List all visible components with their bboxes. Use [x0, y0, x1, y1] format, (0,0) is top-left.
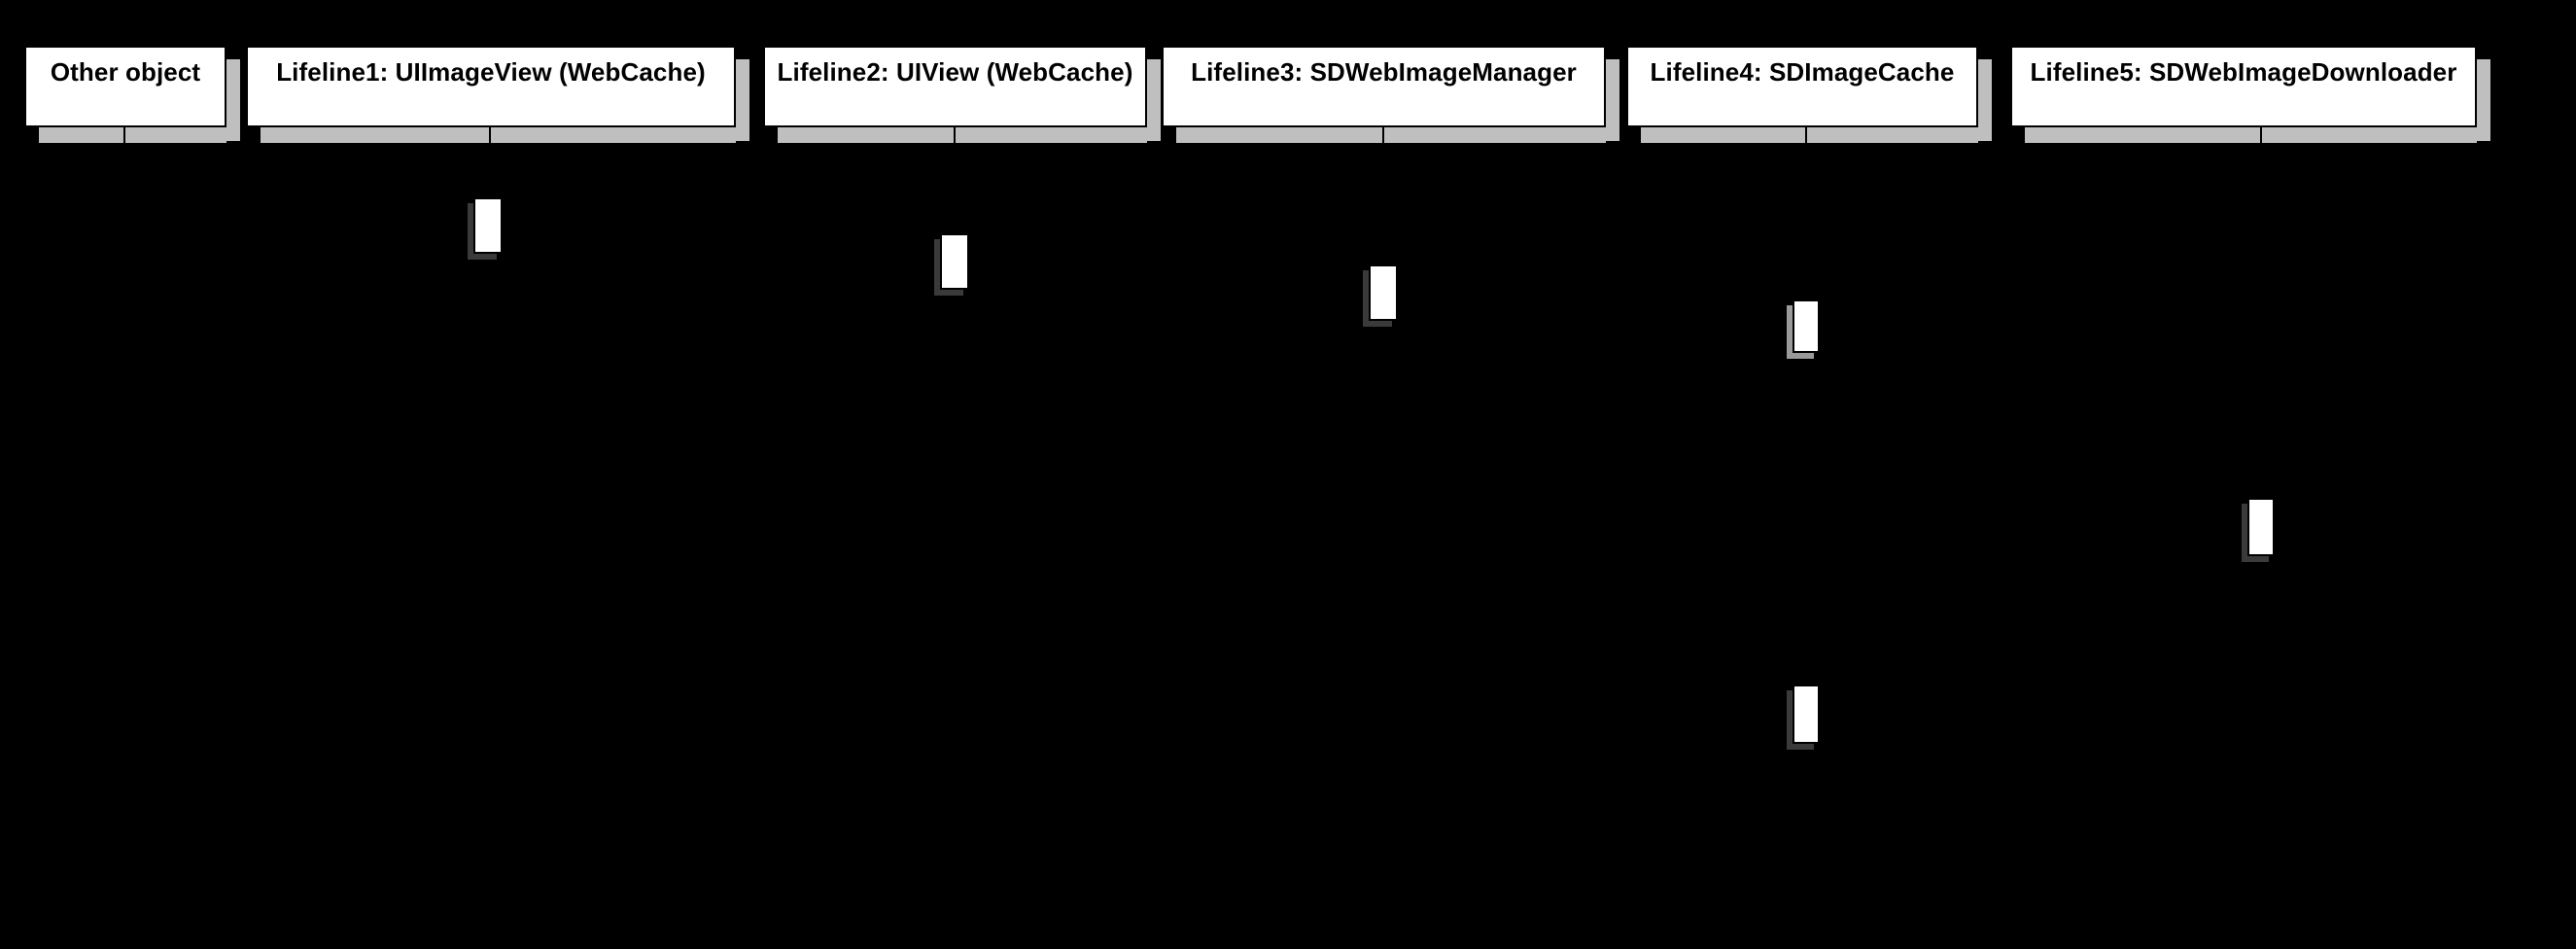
lifeline-head-lifeline3[interactable]: Lifeline3: SDWebImageManager	[1162, 46, 1606, 127]
lifeline-head-shadow-right	[1606, 59, 1619, 141]
lifeline-head-shadow-bottom	[261, 127, 736, 143]
lifeline-head-shadow-right	[1147, 59, 1161, 141]
lifeline-head-shadow-bottom	[2025, 127, 2477, 143]
activation-bar-lifeline3[interactable]	[1369, 264, 1398, 321]
lifeline-head-lifeline2[interactable]: Lifeline2: UIView (WebCache)	[763, 46, 1147, 127]
lifeline-stem-tick-lifeline3	[1382, 127, 1384, 143]
lifeline-head-shadow-right	[1978, 59, 1992, 141]
lifeline-head-label: Lifeline4: SDImageCache	[1650, 57, 1955, 87]
lifeline-stem-tick-lifeline4	[1805, 127, 1807, 143]
lifeline-head-label: Lifeline1: UIImageView (WebCache)	[276, 57, 706, 87]
lifeline-stem-other	[123, 127, 125, 949]
lifeline-head-label: Lifeline2: UIView (WebCache)	[777, 57, 1133, 87]
lifeline-head-other[interactable]: Other object	[24, 46, 226, 127]
lifeline-stem-lifeline1	[489, 127, 491, 949]
lifeline-head-lifeline4[interactable]: Lifeline4: SDImageCache	[1626, 46, 1978, 127]
activation-bar-lifeline4[interactable]	[1793, 299, 1820, 353]
activation-bar-lifeline2[interactable]	[940, 233, 969, 290]
lifeline-head-shadow-bottom	[1641, 127, 1978, 143]
lifeline-head-shadow-bottom	[778, 127, 1147, 143]
lifeline-stem-tick-lifeline5	[2260, 127, 2262, 143]
lifeline-stem-tick-lifeline1	[489, 127, 491, 143]
lifeline-stem-lifeline4	[1805, 127, 1807, 949]
lifeline-head-shadow-right	[226, 59, 240, 141]
lifeline-stem-lifeline2	[954, 127, 956, 949]
lifeline-stem-tick-other	[123, 127, 125, 143]
lifeline-head-label: Lifeline5: SDWebImageDownloader	[2030, 57, 2457, 87]
lifeline-head-shadow-right	[736, 59, 749, 141]
lifeline-head-label: Other object	[50, 57, 201, 87]
lifeline-stem-tick-lifeline2	[954, 127, 956, 143]
activation-bar-lifeline5[interactable]	[2247, 498, 2275, 556]
lifeline-head-shadow-bottom	[1176, 127, 1606, 143]
lifeline-head-label: Lifeline3: SDWebImageManager	[1191, 57, 1577, 87]
lifeline-head-lifeline5[interactable]: Lifeline5: SDWebImageDownloader	[2010, 46, 2477, 127]
activation-bar-lifeline1[interactable]	[473, 197, 503, 254]
activation-bar-lifeline4[interactable]	[1793, 685, 1820, 744]
lifeline-head-lifeline1[interactable]: Lifeline1: UIImageView (WebCache)	[246, 46, 736, 127]
lifeline-stem-lifeline3	[1382, 127, 1384, 949]
lifeline-head-shadow-right	[2477, 59, 2490, 141]
lifeline-head-shadow-bottom	[39, 127, 226, 143]
